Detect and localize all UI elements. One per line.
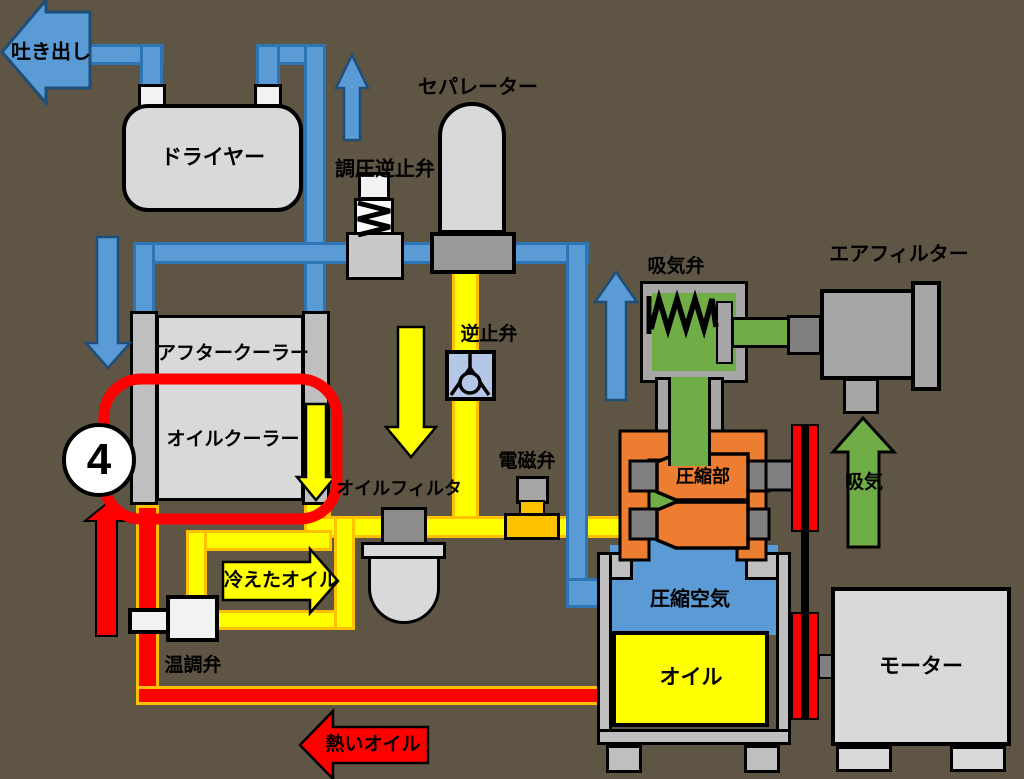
intake-green-column bbox=[668, 377, 711, 466]
pulley-bottom-left-bar bbox=[791, 612, 803, 720]
dryer-vessel bbox=[122, 104, 303, 212]
label-discharge: 吐き出し bbox=[11, 41, 91, 64]
tank-bottom bbox=[597, 729, 791, 745]
intake-air-pipe bbox=[731, 317, 793, 348]
flow-up-arrow-tank bbox=[592, 269, 640, 402]
motor-body bbox=[831, 587, 1011, 746]
label-separator: セパレーター bbox=[418, 76, 538, 99]
hot-oil-up-arrow bbox=[82, 502, 130, 637]
motor-foot-left bbox=[836, 746, 892, 772]
label-solenoid-valve: 電磁弁 bbox=[498, 451, 556, 473]
pipe-cooler-left-feed bbox=[133, 242, 155, 316]
pulley-top-left-bar bbox=[791, 424, 803, 532]
motor-foot-right bbox=[950, 746, 1006, 772]
label-oil-cooler: オイルクーラー bbox=[166, 429, 300, 451]
tank-wall-left bbox=[597, 552, 612, 745]
tank-leg-left bbox=[606, 745, 642, 773]
label-intake: 吸気 bbox=[844, 472, 884, 494]
tank-wall-right bbox=[776, 552, 791, 745]
air-filter-body bbox=[820, 289, 917, 380]
rotor1-stub-right bbox=[746, 459, 771, 493]
oil-down-arrow bbox=[383, 325, 439, 459]
flow-up-arrow-small bbox=[334, 52, 370, 142]
label-motor: モーター bbox=[879, 654, 963, 678]
temp-valve-body bbox=[166, 595, 219, 642]
pipe-dryer-right-riser bbox=[256, 44, 280, 88]
pipe-long-vertical bbox=[304, 44, 326, 316]
label-intake-valve: 吸気弁 bbox=[647, 256, 705, 278]
drive-belt bbox=[801, 424, 809, 720]
cooler-left-rail bbox=[130, 311, 158, 505]
label-pressure-check-valve: 調圧逆止弁 bbox=[335, 158, 435, 181]
label-compression-part: 圧縮部 bbox=[676, 466, 730, 487]
pipe-hot-oil-bottom bbox=[136, 686, 612, 705]
label-dryer: ドライヤー bbox=[160, 145, 266, 169]
casing-lower-interior bbox=[649, 522, 737, 560]
pressure-check-valve-body bbox=[346, 232, 404, 280]
separator-base bbox=[430, 232, 516, 274]
pipe-separator-oil-down bbox=[452, 270, 479, 538]
air-filter-outlet bbox=[843, 378, 879, 414]
cooler-right-rail bbox=[302, 311, 330, 505]
flow-down-arrow bbox=[83, 235, 133, 370]
step-number-text: 4 bbox=[86, 435, 112, 484]
pipe-oil-bypass-down bbox=[186, 530, 207, 600]
air-filter-flange bbox=[911, 281, 941, 391]
label-aftercooler: アフタークーラー bbox=[156, 343, 310, 365]
air-filter-inlet bbox=[787, 315, 822, 355]
pulley-bottom-right-bar bbox=[807, 612, 819, 720]
separator-vessel bbox=[438, 102, 506, 234]
rotor2-stub-right bbox=[746, 507, 771, 541]
solenoid-valve-body bbox=[504, 513, 560, 540]
step-number-badge: 4 bbox=[62, 423, 136, 497]
pulley-top-right-bar bbox=[807, 424, 819, 532]
check-valve-box bbox=[445, 350, 496, 401]
oil-filter-bowl bbox=[368, 556, 440, 624]
label-oil-filter: オイルフィルタ bbox=[336, 478, 462, 499]
label-check-valve: 逆止弁 bbox=[460, 324, 518, 346]
pipe-hot-oil-riser bbox=[136, 505, 159, 705]
label-temp-valve: 温調弁 bbox=[164, 655, 222, 677]
oil-filter-mount bbox=[381, 507, 427, 545]
label-oil: オイル bbox=[659, 665, 723, 689]
tank-leg-right bbox=[744, 745, 780, 773]
pipe-oil-bypass-horizontal bbox=[186, 530, 332, 551]
label-compressed-air: 圧縮空気 bbox=[650, 588, 730, 611]
label-hot-oil: 熱いオイル bbox=[325, 734, 421, 756]
pipe-separator-tank-vertical bbox=[566, 242, 588, 582]
label-cooled-oil: 冷えたオイル bbox=[223, 570, 339, 592]
label-air-filter: エアフィルター bbox=[829, 243, 969, 266]
tank-oil-block bbox=[612, 631, 769, 727]
